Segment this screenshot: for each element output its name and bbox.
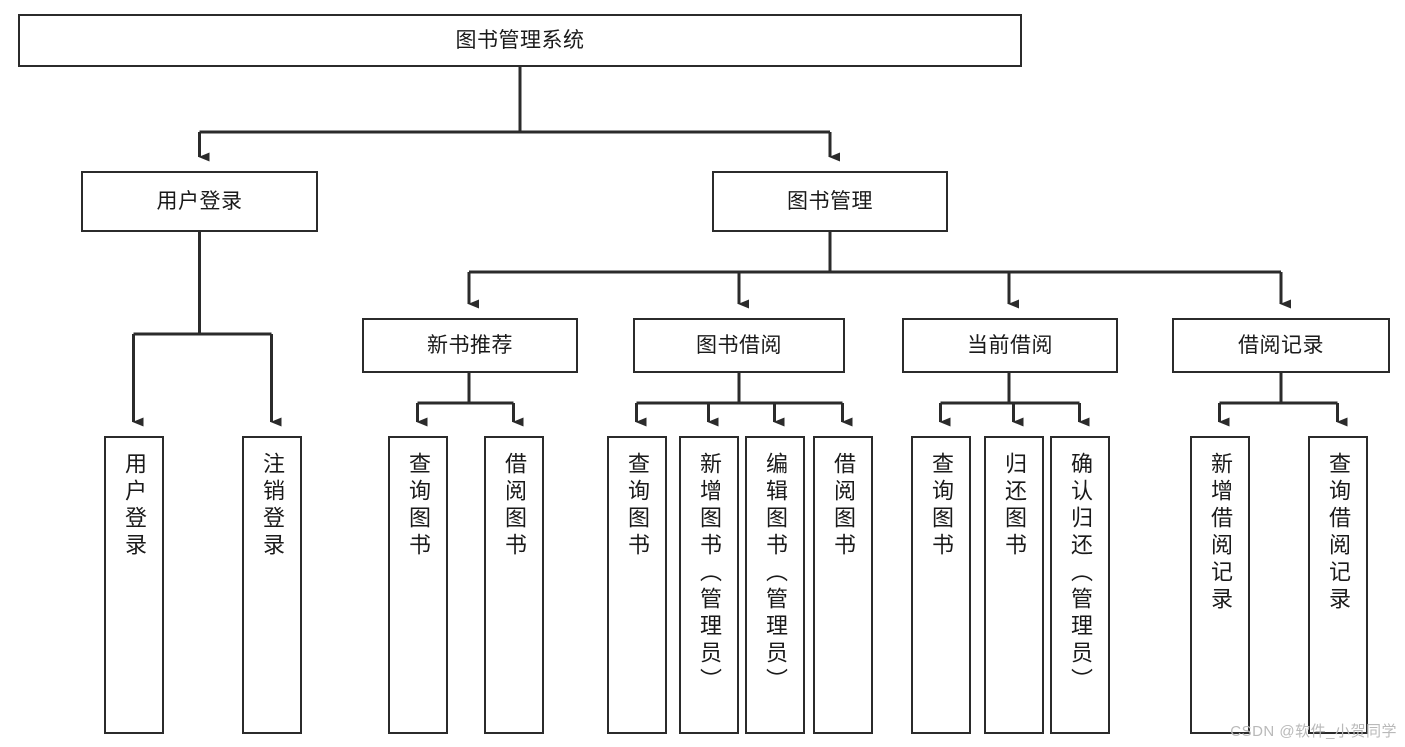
node-leaf-confirm-return-admin[interactable]: 确认归还（管理员） [1050, 436, 1110, 734]
node-label: 新增借阅记录 [1208, 452, 1233, 614]
node-leaf-edit-book-admin[interactable]: 编辑图书（管理员） [745, 436, 805, 734]
node-label: 查询借阅记录 [1326, 452, 1351, 614]
node-leaf-query-borrow-record[interactable]: 查询借阅记录 [1308, 436, 1368, 734]
node-root-system[interactable]: 图书管理系统 [18, 14, 1022, 67]
node-leaf-borrow-book-1[interactable]: 借阅图书 [484, 436, 544, 734]
node-leaf-query-book-2[interactable]: 查询图书 [607, 436, 667, 734]
node-leaf-add-borrow-record[interactable]: 新增借阅记录 [1190, 436, 1250, 734]
node-label: 新增图书（管理员） [697, 452, 722, 695]
node-new-book-recommend[interactable]: 新书推荐 [362, 318, 578, 373]
node-leaf-user-login[interactable]: 用户登录 [104, 436, 164, 734]
node-label: 图书管理 [787, 189, 873, 213]
node-borrow-record[interactable]: 借阅记录 [1172, 318, 1390, 373]
node-leaf-borrow-book-2[interactable]: 借阅图书 [813, 436, 873, 734]
node-label: 注销登录 [260, 452, 285, 560]
node-leaf-query-book-1[interactable]: 查询图书 [388, 436, 448, 734]
node-leaf-add-book-admin[interactable]: 新增图书（管理员） [679, 436, 739, 734]
node-label: 用户登录 [156, 189, 243, 213]
node-label: 查询图书 [929, 452, 954, 560]
node-label: 归还图书 [1002, 452, 1027, 560]
node-label: 图书借阅 [696, 333, 782, 357]
node-label: 查询图书 [625, 452, 650, 560]
node-label: 借阅记录 [1238, 333, 1324, 357]
node-leaf-return-book[interactable]: 归还图书 [984, 436, 1044, 734]
node-label: 新书推荐 [427, 333, 513, 357]
node-label: 当前借阅 [967, 333, 1053, 357]
node-label: 用户登录 [122, 452, 147, 560]
node-label: 借阅图书 [502, 452, 527, 560]
node-user-login[interactable]: 用户登录 [81, 171, 318, 232]
node-book-borrow[interactable]: 图书借阅 [633, 318, 845, 373]
node-label: 确认归还（管理员） [1068, 452, 1093, 695]
csdn-watermark: CSDN @软件_小贺同学 [1230, 723, 1397, 740]
node-book-manage[interactable]: 图书管理 [712, 171, 948, 232]
node-label: 借阅图书 [831, 452, 856, 560]
node-label: 编辑图书（管理员） [763, 452, 788, 695]
node-label: 图书管理系统 [455, 28, 585, 52]
node-leaf-query-book-3[interactable]: 查询图书 [911, 436, 971, 734]
node-label: 查询图书 [406, 452, 431, 560]
node-current-borrow[interactable]: 当前借阅 [902, 318, 1118, 373]
node-leaf-logout-login[interactable]: 注销登录 [242, 436, 302, 734]
